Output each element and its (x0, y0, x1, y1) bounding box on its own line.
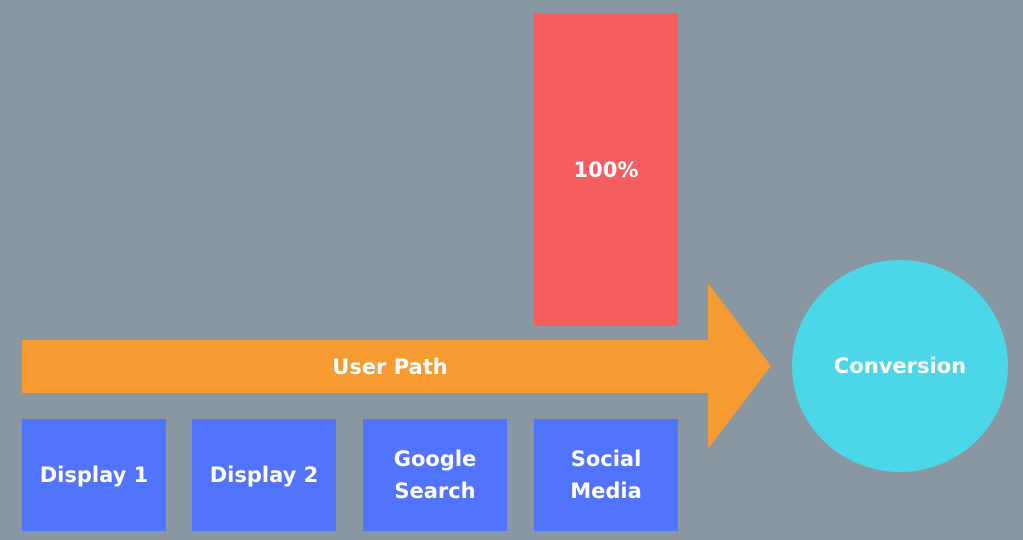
conversion-circle: Conversion (792, 260, 1008, 472)
conversion-label: Conversion (833, 354, 967, 378)
touchpoint-label: Social Media (570, 447, 642, 503)
touchpoint-social-media: Social Media (534, 419, 678, 531)
credit-bar-social-media: 100% (534, 13, 678, 326)
touchpoint-label: Google Search (393, 447, 477, 503)
credit-label: 100% (573, 157, 639, 182)
user-path-label: User Path (332, 354, 448, 379)
touchpoint-label: Display 2 (209, 463, 319, 487)
touchpoint-display-2: Display 2 (192, 419, 336, 531)
touchpoint-google-search: Google Search (363, 419, 507, 531)
touchpoint-label: Display 1 (39, 463, 149, 487)
touchpoint-display-1: Display 1 (22, 419, 166, 531)
